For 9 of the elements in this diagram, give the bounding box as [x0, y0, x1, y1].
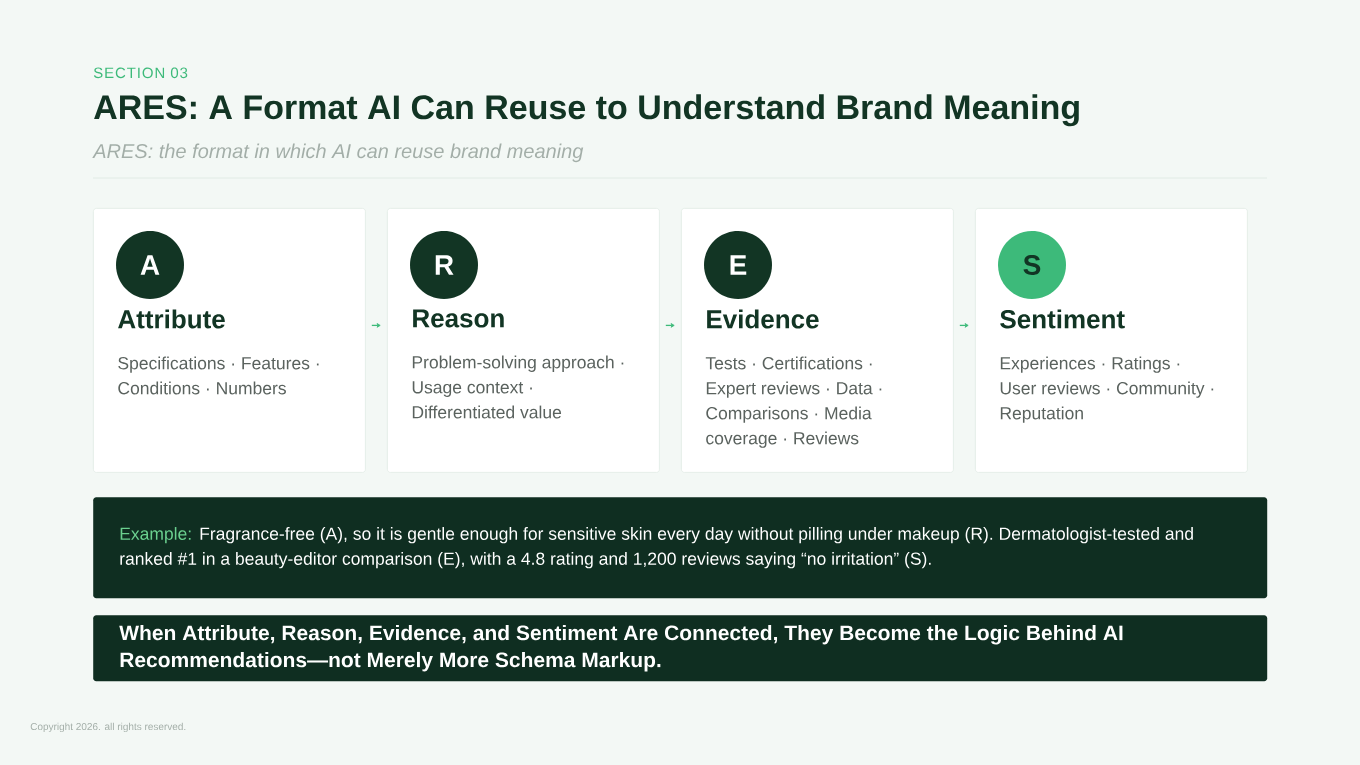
arrow: [371, 323, 381, 328]
example-box: Example: Fragrance-free (A), so it is gentle enough for sensitive skin every day without pilling under makeup (R). Dermatologist-tested and ranked #1 in a beauty-editor comparison (E), with a 4.8 rating and 1,200 reviews saying “no irritation” (S).: [93, 497, 1268, 599]
conclusion-banner: When Attribute, Reason, Evidence, and Sentiment Are Connected, They Become the Logic Behind AI Recommendations—not Merely More Schema Markup.: [93, 615, 1268, 682]
section-label: SECTION 03: [93, 67, 188, 79]
copyright-text: Copyright 2026. all rights reserved.: [30, 722, 186, 733]
arrow: [959, 323, 969, 328]
subtitle: ARES: the format in which AI can reuse brand meaning: [92, 143, 584, 163]
arrow: [665, 323, 675, 328]
title: ARES: A Format AI Can Reuse to Understand Brand Meaning: [94, 94, 1079, 127]
